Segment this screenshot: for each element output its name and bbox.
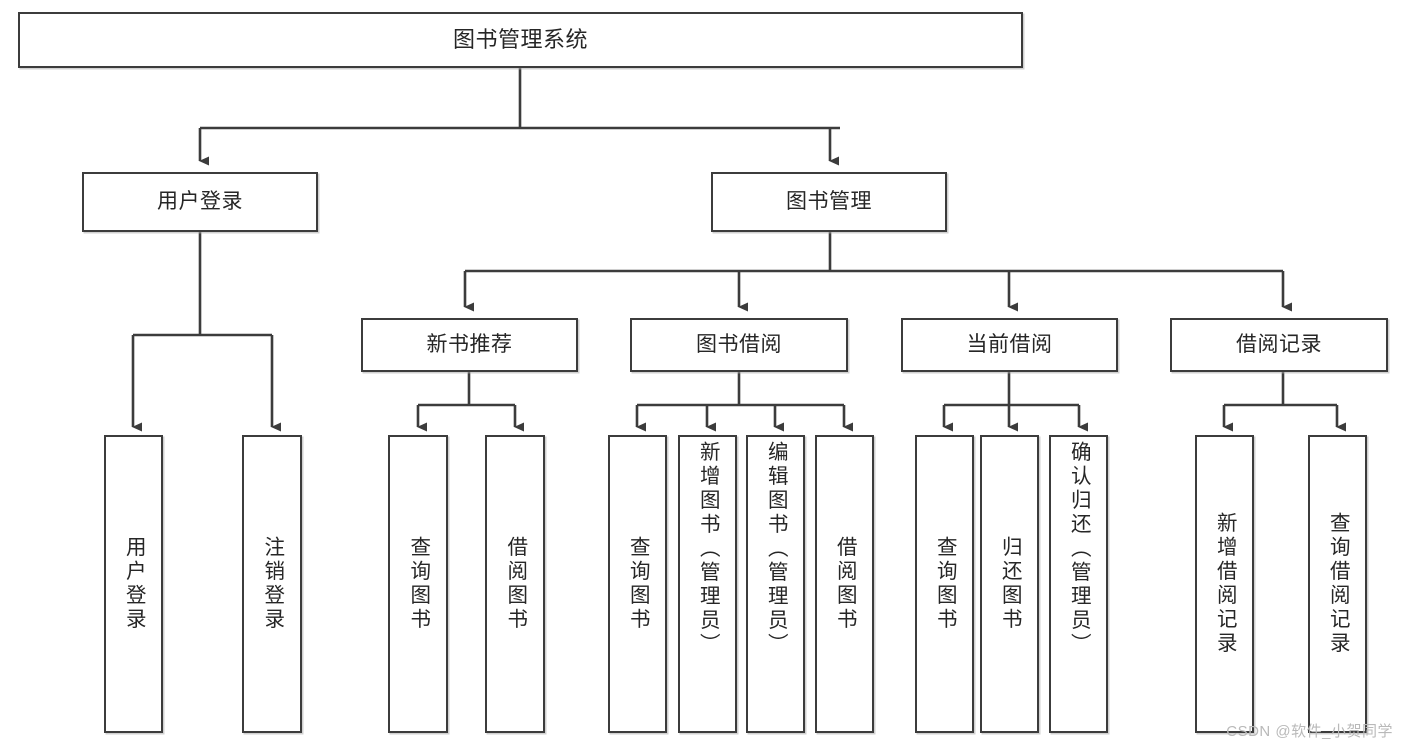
node-leaf-confirm-return[interactable]: 确认归还（管理员） <box>1049 435 1108 733</box>
node-current-borrow-label: 当前借阅 <box>966 333 1053 357</box>
node-leaf-query-book-1-label: 查询图书 <box>406 536 430 632</box>
node-leaf-query-book-1[interactable]: 查询图书 <box>388 435 448 733</box>
node-leaf-query-record-label: 查询借阅记录 <box>1326 512 1350 656</box>
node-borrow-record[interactable]: 借阅记录 <box>1170 318 1388 372</box>
node-leaf-logout-login-label: 注销登录 <box>260 536 284 632</box>
node-leaf-add-book[interactable]: 新增图书（管理员） <box>678 435 737 733</box>
node-leaf-add-record-label: 新增借阅记录 <box>1213 512 1237 656</box>
node-new-book-recommend-label: 新书推荐 <box>426 333 513 357</box>
node-root[interactable]: 图书管理系统 <box>18 12 1023 68</box>
node-leaf-borrow-book-1-label: 借阅图书 <box>503 536 527 632</box>
node-leaf-borrow-book-2-label: 借阅图书 <box>833 536 857 632</box>
node-leaf-add-book-label: 新增图书（管理员） <box>696 441 720 657</box>
node-root-label: 图书管理系统 <box>452 26 588 52</box>
node-leaf-user-login[interactable]: 用户登录 <box>104 435 163 733</box>
node-leaf-query-record[interactable]: 查询借阅记录 <box>1308 435 1367 733</box>
node-book-manage[interactable]: 图书管理 <box>711 172 947 232</box>
node-leaf-query-book-2-label: 查询图书 <box>626 536 650 632</box>
watermark-text: CSDN @软件_小贺同学 <box>1226 723 1393 740</box>
node-borrow-record-label: 借阅记录 <box>1236 333 1322 357</box>
node-book-borrow-label: 图书借阅 <box>696 333 782 357</box>
node-leaf-borrow-book-2[interactable]: 借阅图书 <box>815 435 874 733</box>
node-leaf-query-book-2[interactable]: 查询图书 <box>608 435 667 733</box>
node-user-login-label: 用户登录 <box>157 190 243 214</box>
node-leaf-confirm-return-label: 确认归还（管理员） <box>1067 441 1091 657</box>
node-leaf-logout-login[interactable]: 注销登录 <box>242 435 302 733</box>
node-leaf-return-book-label: 归还图书 <box>998 536 1022 632</box>
node-leaf-query-book-3-label: 查询图书 <box>933 536 957 632</box>
node-new-book-recommend[interactable]: 新书推荐 <box>361 318 578 372</box>
node-leaf-borrow-book-1[interactable]: 借阅图书 <box>485 435 545 733</box>
node-leaf-add-record[interactable]: 新增借阅记录 <box>1195 435 1254 733</box>
node-leaf-edit-book[interactable]: 编辑图书（管理员） <box>746 435 805 733</box>
node-current-borrow[interactable]: 当前借阅 <box>901 318 1118 372</box>
node-book-manage-label: 图书管理 <box>786 190 872 214</box>
node-leaf-edit-book-label: 编辑图书（管理员） <box>764 441 788 657</box>
node-leaf-query-book-3[interactable]: 查询图书 <box>915 435 974 733</box>
node-user-login[interactable]: 用户登录 <box>82 172 318 232</box>
node-leaf-user-login-label: 用户登录 <box>122 536 146 632</box>
node-book-borrow[interactable]: 图书借阅 <box>630 318 848 372</box>
node-leaf-return-book[interactable]: 归还图书 <box>980 435 1039 733</box>
